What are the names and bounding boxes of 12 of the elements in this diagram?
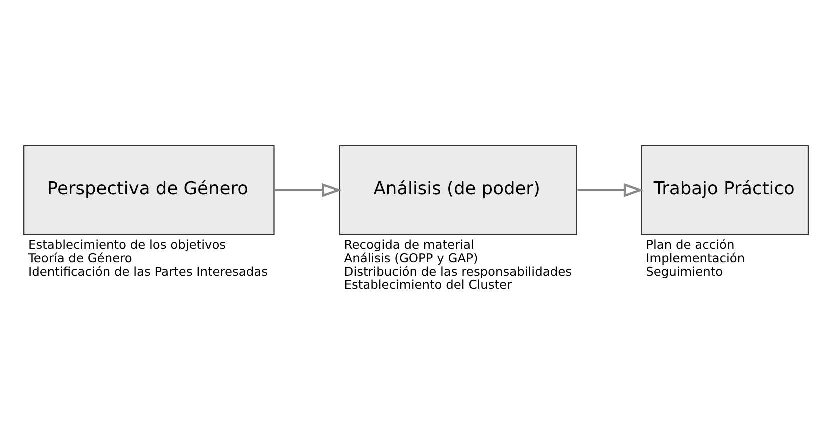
node-label: Identificación de las Partes Interesadas	[28, 264, 268, 278]
node-label: Plan de acción	[646, 238, 735, 252]
node-label: Implementación	[646, 250, 746, 265]
node-label: Distribución de las responsabilidades	[344, 264, 572, 278]
node-label: Teoría de Género	[28, 250, 132, 265]
arrow	[578, 182, 644, 197]
arrow	[275, 182, 342, 197]
node-label: Establecimiento de los objetivos	[28, 238, 226, 252]
node-label: Análisis (GOPP y GAP)	[344, 250, 478, 265]
node-label: Recogida de material	[344, 238, 474, 252]
node-label: Seguimiento	[646, 264, 724, 278]
node-label: Establecimiento del Cluster	[344, 278, 512, 292]
